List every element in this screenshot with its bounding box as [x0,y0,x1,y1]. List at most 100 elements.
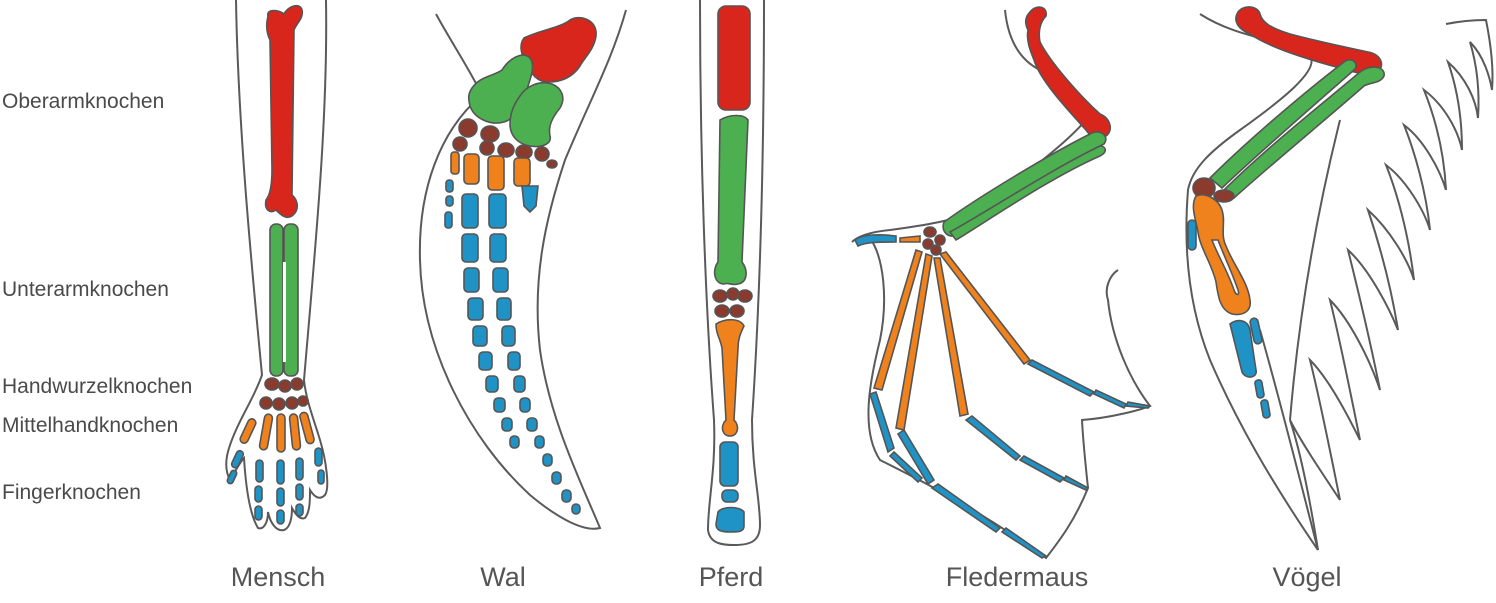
species-label-whale: Wal [480,562,526,592]
label-carpals: Handwurzelknochen [2,375,193,398]
bat-phalanx [854,234,897,248]
human-humerus [264,4,304,219]
whale-phalanx [493,397,506,413]
whale-phalanx [461,233,479,263]
bat-metacarpal [938,251,1032,366]
bird-feather [1308,356,1361,501]
bat-carpal [934,234,946,246]
label-forearm: Unterarmknochen [2,278,169,301]
human-metacarpal [239,418,257,444]
whale-phalanx [463,267,480,293]
bat-wing-membrane [867,237,1152,560]
whale-metacarpal [513,157,531,187]
whale-phalanx [501,325,516,347]
bat-phalanx [896,428,936,486]
whale-phalanx [507,351,521,371]
whale-phalanx [542,453,553,467]
bird-humerus [1235,6,1383,75]
species-label-horse: Pferd [698,562,764,592]
bat-phalanx [888,450,924,484]
bat-phalanx [869,390,895,454]
bat-metacarpals [872,235,1032,431]
human-carpal [285,396,299,410]
human-metacarpals [239,411,315,453]
human-phalanx [317,469,325,485]
human-forearm-gap [283,262,286,362]
human-phalanx [295,483,304,501]
whale-ulna [509,81,564,148]
human-carpal [278,379,292,393]
whale-phalanx [571,503,581,515]
horse-phalanx [719,441,739,487]
horse-carpal [726,287,740,301]
whale-phalanx [519,397,531,413]
whale-phalanx [488,193,507,229]
whale-metacarpal [487,155,505,191]
whale-metacarpals [450,151,531,191]
human-carpal [264,377,280,391]
horse-carpal [712,289,728,303]
bird-feather [1469,41,1493,119]
bird-feather [1328,296,1381,441]
whale-metacarpal [450,151,460,175]
whale-phalanx [472,325,488,347]
bat-phalanx [930,483,1002,534]
bird-radius [1208,59,1357,190]
bird-feather [1383,162,1431,281]
bird-ulna [1222,66,1385,200]
human-phalanges [226,447,325,525]
horse-phalanx [715,506,745,533]
bat-radius [942,131,1107,237]
bat-phalanx [1092,388,1128,410]
horse-forearm [713,114,749,286]
whale-phalanx [509,435,520,449]
whale-phalanx [521,185,539,214]
label-humerus: Oberarmknochen [2,90,165,113]
bird-feather [1401,122,1447,231]
whale-phalanx [467,297,484,321]
human-phalanx [314,447,323,467]
human-phalanx [255,459,264,483]
bird-feather [1421,87,1463,191]
human-phalanx [230,449,245,469]
bird-phalanges [1187,219,1271,419]
human-phalanx [254,485,263,503]
bat-phalanx [1026,359,1096,397]
label-phalanges: Fingerknochen [2,481,141,504]
human-phalanx [226,469,238,485]
horse-carpal [729,304,745,318]
whale-phalanx [534,435,545,449]
bat-humerus [1025,6,1112,139]
whale-phalanx [478,351,493,371]
bat-phalanx [1124,401,1152,409]
human-phalanx [254,505,263,521]
whale-flipper-outline [418,9,627,530]
whale-phalanx [461,193,479,229]
horse-carpals [712,287,753,318]
human-phalanx [295,503,304,517]
bat-phalanx [964,415,1022,462]
bat-metacarpal [872,248,923,391]
horse-carpal [737,289,753,303]
horse-metacarpal [715,318,745,437]
species-label-bat: Fledermaus [945,562,1089,592]
bat-carpals [922,226,946,256]
human-phalanx [295,457,304,481]
whale-phalanx [489,233,507,263]
whale-phalanges [444,179,581,515]
label-metacarpals: Mittelhandknochen [2,414,179,437]
human-metacarpal [258,413,274,451]
whale-carpal [452,136,468,152]
bird-wing [1185,6,1494,551]
human-carpals [259,377,309,411]
whale-carpal [458,118,478,138]
horse-humerus [717,5,751,111]
bat-phalanx [1018,455,1066,483]
whale-metacarpal [463,153,480,185]
whale-carpal [515,144,533,160]
whale-phalanx [561,489,572,503]
bird-feather [1445,18,1494,91]
horse-carpal [714,304,730,318]
whale-phalanx [513,375,526,393]
